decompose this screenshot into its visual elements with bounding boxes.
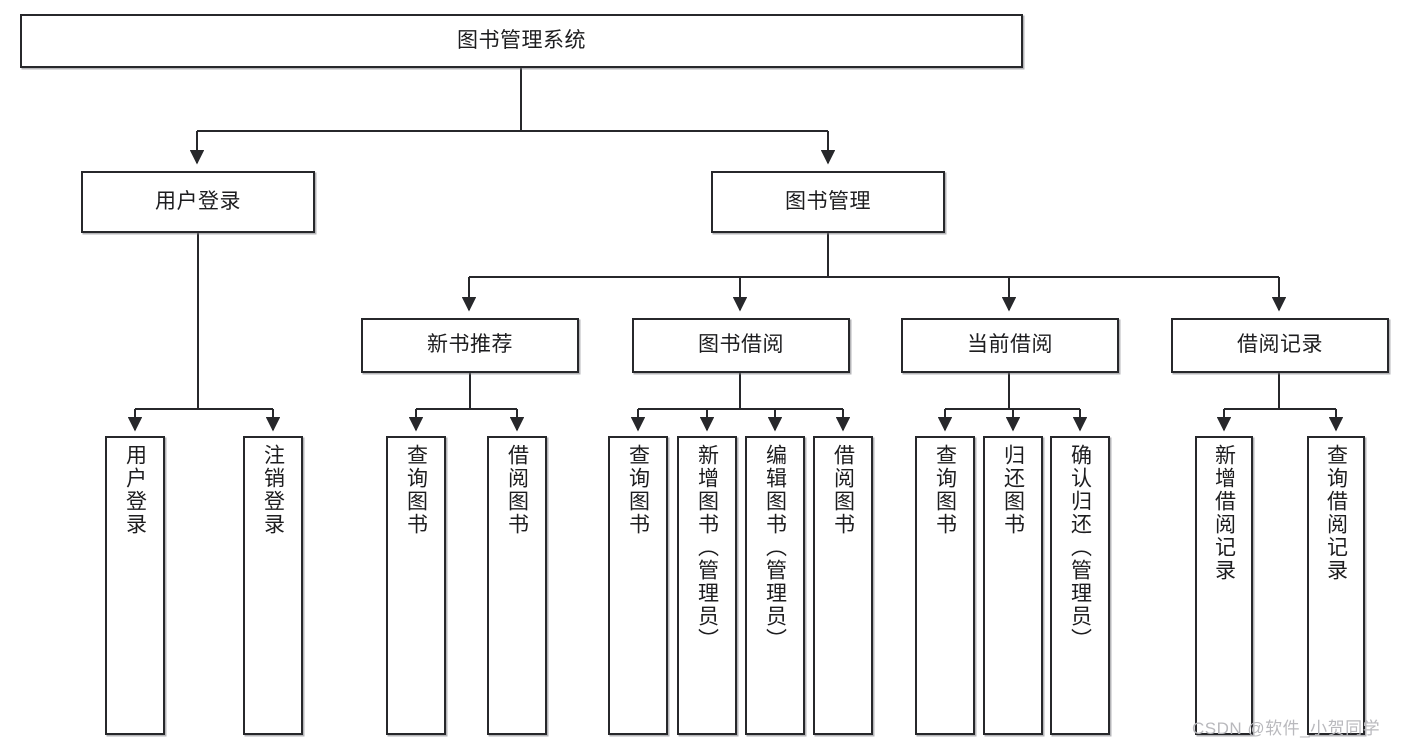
- node-leaf-query-record-label: 查询借阅记录: [1324, 444, 1348, 582]
- node-user-login-label: 用户登录: [155, 189, 241, 213]
- node-borrow-record[interactable]: 借阅记录: [1171, 318, 1389, 373]
- node-book-manage[interactable]: 图书管理: [711, 171, 945, 233]
- node-leaf-return-book[interactable]: 归还图书: [983, 436, 1043, 735]
- node-leaf-user-logout[interactable]: 注销登录: [243, 436, 303, 735]
- node-root[interactable]: 图书管理系统: [20, 14, 1023, 68]
- node-leaf-confirm-return-label: 确认归还（管理员）: [1068, 444, 1092, 651]
- node-book-borrow-label: 图书借阅: [698, 333, 784, 357]
- node-leaf-edit-book-label: 编辑图书（管理员）: [763, 444, 787, 651]
- node-leaf-user-login[interactable]: 用户登录: [105, 436, 165, 735]
- node-leaf-query-book-2[interactable]: 查询图书: [608, 436, 668, 735]
- node-leaf-borrow-book-1[interactable]: 借阅图书: [487, 436, 547, 735]
- node-leaf-add-book-label: 新增图书（管理员）: [695, 444, 719, 651]
- node-leaf-user-logout-label: 注销登录: [261, 444, 285, 536]
- node-leaf-query-book-3-label: 查询图书: [933, 444, 957, 536]
- node-leaf-borrow-book-2-label: 借阅图书: [831, 444, 855, 536]
- node-leaf-query-book-2-label: 查询图书: [626, 444, 650, 536]
- node-leaf-add-record-label: 新增借阅记录: [1212, 444, 1236, 582]
- node-leaf-edit-book[interactable]: 编辑图书（管理员）: [745, 436, 805, 735]
- node-leaf-confirm-return[interactable]: 确认归还（管理员）: [1050, 436, 1110, 735]
- node-leaf-borrow-book-1-label: 借阅图书: [505, 444, 529, 536]
- node-leaf-borrow-book-2[interactable]: 借阅图书: [813, 436, 873, 735]
- node-root-label: 图书管理系统: [457, 28, 586, 52]
- node-new-book-recommend-label: 新书推荐: [427, 333, 513, 357]
- node-leaf-query-book-1[interactable]: 查询图书: [386, 436, 446, 735]
- node-leaf-add-book[interactable]: 新增图书（管理员）: [677, 436, 737, 735]
- node-leaf-user-login-label: 用户登录: [123, 444, 147, 536]
- node-book-manage-label: 图书管理: [785, 189, 871, 213]
- node-leaf-query-book-1-label: 查询图书: [404, 444, 428, 536]
- node-leaf-query-record[interactable]: 查询借阅记录: [1307, 436, 1365, 735]
- node-user-login[interactable]: 用户登录: [81, 171, 315, 233]
- node-leaf-query-book-3[interactable]: 查询图书: [915, 436, 975, 735]
- node-leaf-add-record[interactable]: 新增借阅记录: [1195, 436, 1253, 735]
- node-borrow-record-label: 借阅记录: [1237, 333, 1323, 357]
- node-new-book-recommend[interactable]: 新书推荐: [361, 318, 579, 373]
- node-current-borrow-label: 当前借阅: [967, 333, 1053, 357]
- node-current-borrow[interactable]: 当前借阅: [901, 318, 1119, 373]
- node-book-borrow[interactable]: 图书借阅: [632, 318, 850, 373]
- node-leaf-return-book-label: 归还图书: [1001, 444, 1025, 536]
